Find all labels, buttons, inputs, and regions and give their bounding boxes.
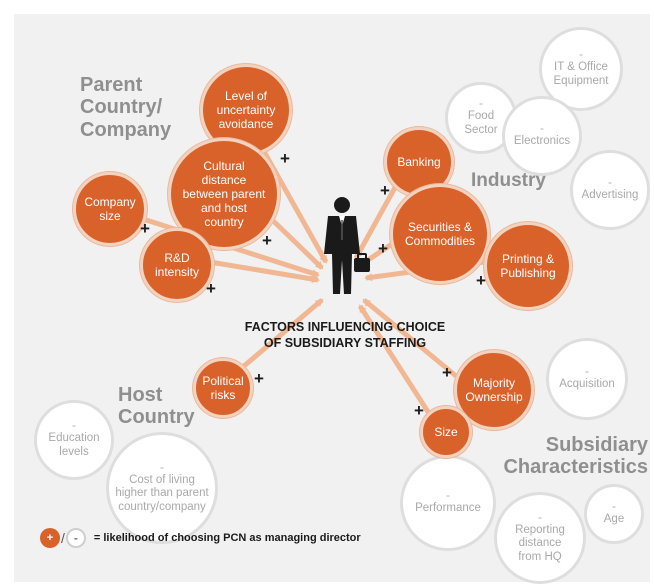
factor-label: Cost of living higher than parent countr…	[115, 473, 209, 513]
plus-sign: +	[262, 231, 272, 250]
legend-slash: /	[61, 530, 65, 546]
group-title-parent-country: Parent Country/ Company	[80, 74, 172, 141]
minus-sign: -	[579, 47, 583, 62]
plus-sign: +	[254, 369, 264, 388]
minus-sign: -	[540, 121, 544, 136]
factor-label: Reporting distance from HQ	[515, 523, 565, 563]
minus-sign: -	[608, 175, 612, 190]
legend-text: = likelihood of choosing PCN as managing…	[93, 532, 361, 544]
legend: + / - = likelihood of choosing PCN as ma…	[40, 528, 361, 548]
factor-education-levels: - Education levels	[34, 400, 114, 480]
minus-sign: -	[538, 509, 542, 524]
minus-sign: -	[612, 499, 616, 514]
minus-sign: -	[72, 418, 76, 433]
factor-performance: - Performance	[400, 455, 496, 551]
factor-political-risks: Political risks	[193, 358, 253, 418]
factor-electronics: - Electronics	[502, 96, 582, 176]
plus-sign: +	[476, 271, 486, 290]
arrow-size	[357, 304, 435, 420]
factor-rd-intensity: R&D intensity	[140, 228, 214, 302]
minus-sign: -	[160, 459, 164, 474]
plus-sign: +	[206, 279, 216, 298]
arrow-majority-ownership	[362, 298, 458, 378]
factor-label: Electronics	[513, 135, 571, 148]
factor-label: IT & Office Equipment	[553, 61, 609, 87]
factor-printing-publishing: Printing & Publishing	[484, 222, 572, 310]
minus-sign: -	[585, 364, 589, 379]
factor-company-size: Company size	[73, 172, 147, 246]
factor-label: Performance	[415, 502, 481, 515]
factor-reporting-distance: - Reporting distance from HQ	[494, 492, 586, 584]
factor-securities-commodities: Securities & Commodities	[390, 184, 490, 284]
factor-label: Acquisition	[559, 378, 615, 391]
factor-age: - Age	[584, 484, 644, 544]
legend-plus-swatch: +	[40, 528, 60, 548]
minus-sign: -	[446, 488, 450, 503]
plus-sign: +	[442, 363, 452, 382]
factor-label: Education levels	[48, 432, 100, 458]
factor-label: Age	[603, 513, 625, 526]
minus-sign: -	[479, 96, 483, 111]
plus-sign: +	[280, 149, 290, 168]
factor-advertising: - Advertising	[570, 150, 650, 230]
arrow-political-risks	[242, 298, 324, 368]
plus-sign: +	[380, 181, 390, 200]
factor-label: Advertising	[581, 189, 639, 202]
factor-cost-of-living: - Cost of living higher than parent coun…	[106, 432, 218, 544]
arrow-rd-intensity	[209, 259, 320, 283]
diagram-title: FACTORS INFLUENCING CHOICE OF SUBSIDIARY…	[244, 320, 446, 350]
plus-sign: +	[140, 219, 150, 238]
legend-minus-swatch: -	[65, 528, 86, 548]
group-title-industry: Industry	[471, 170, 546, 191]
businessman-with-briefcase-icon	[324, 197, 370, 294]
factor-acquisition: - Acquisition	[546, 338, 628, 420]
plus-sign: +	[414, 401, 424, 420]
plus-sign: +	[378, 239, 388, 258]
factor-label: Food Sector	[464, 110, 498, 136]
group-title-host-country: Host Country	[118, 384, 195, 429]
factor-majority-ownership: Majority Ownership	[454, 350, 534, 430]
factor-size: Size	[420, 406, 472, 458]
arrow-banking	[353, 182, 400, 260]
group-title-subsidiary: Subsidiary Characteristics	[503, 434, 648, 479]
